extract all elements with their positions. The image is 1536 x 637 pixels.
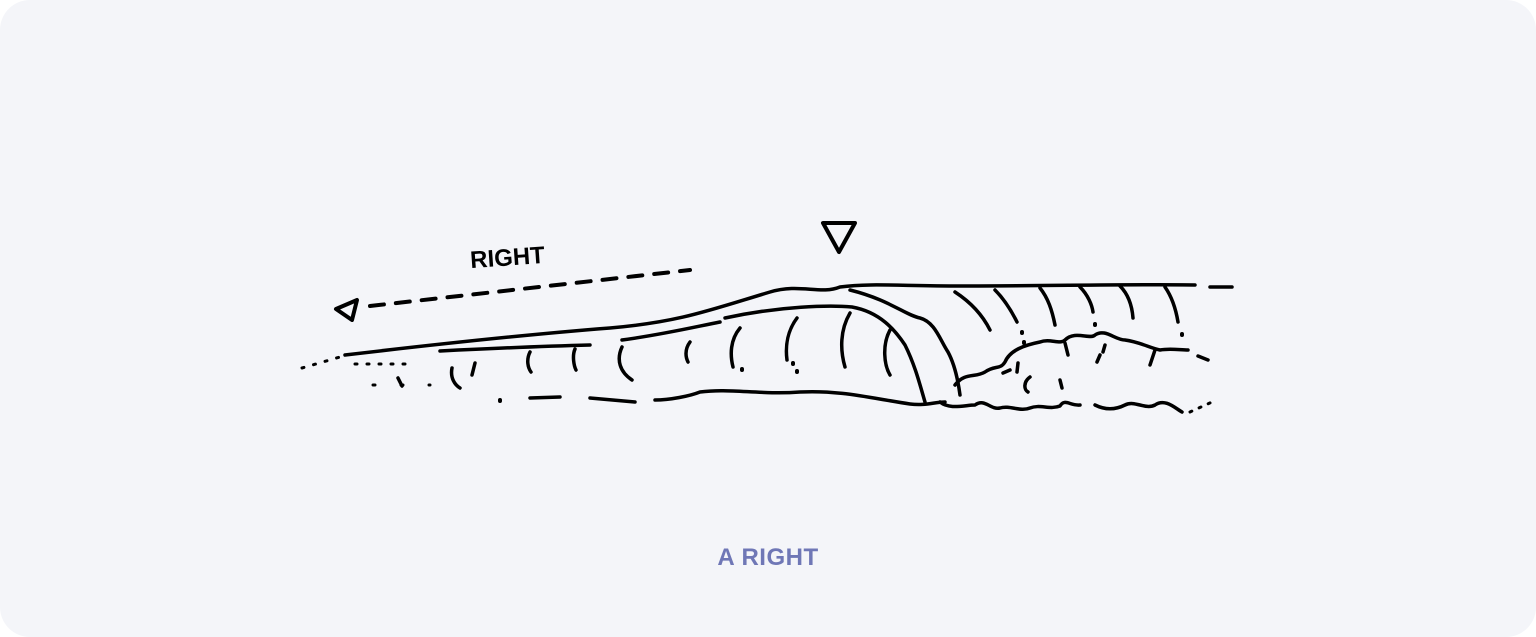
diagram-caption: A RIGHT (717, 544, 819, 571)
direction-arrow-icon (334, 268, 692, 322)
direction-label: RIGHT (469, 242, 546, 274)
peak-marker-icon (821, 221, 857, 254)
